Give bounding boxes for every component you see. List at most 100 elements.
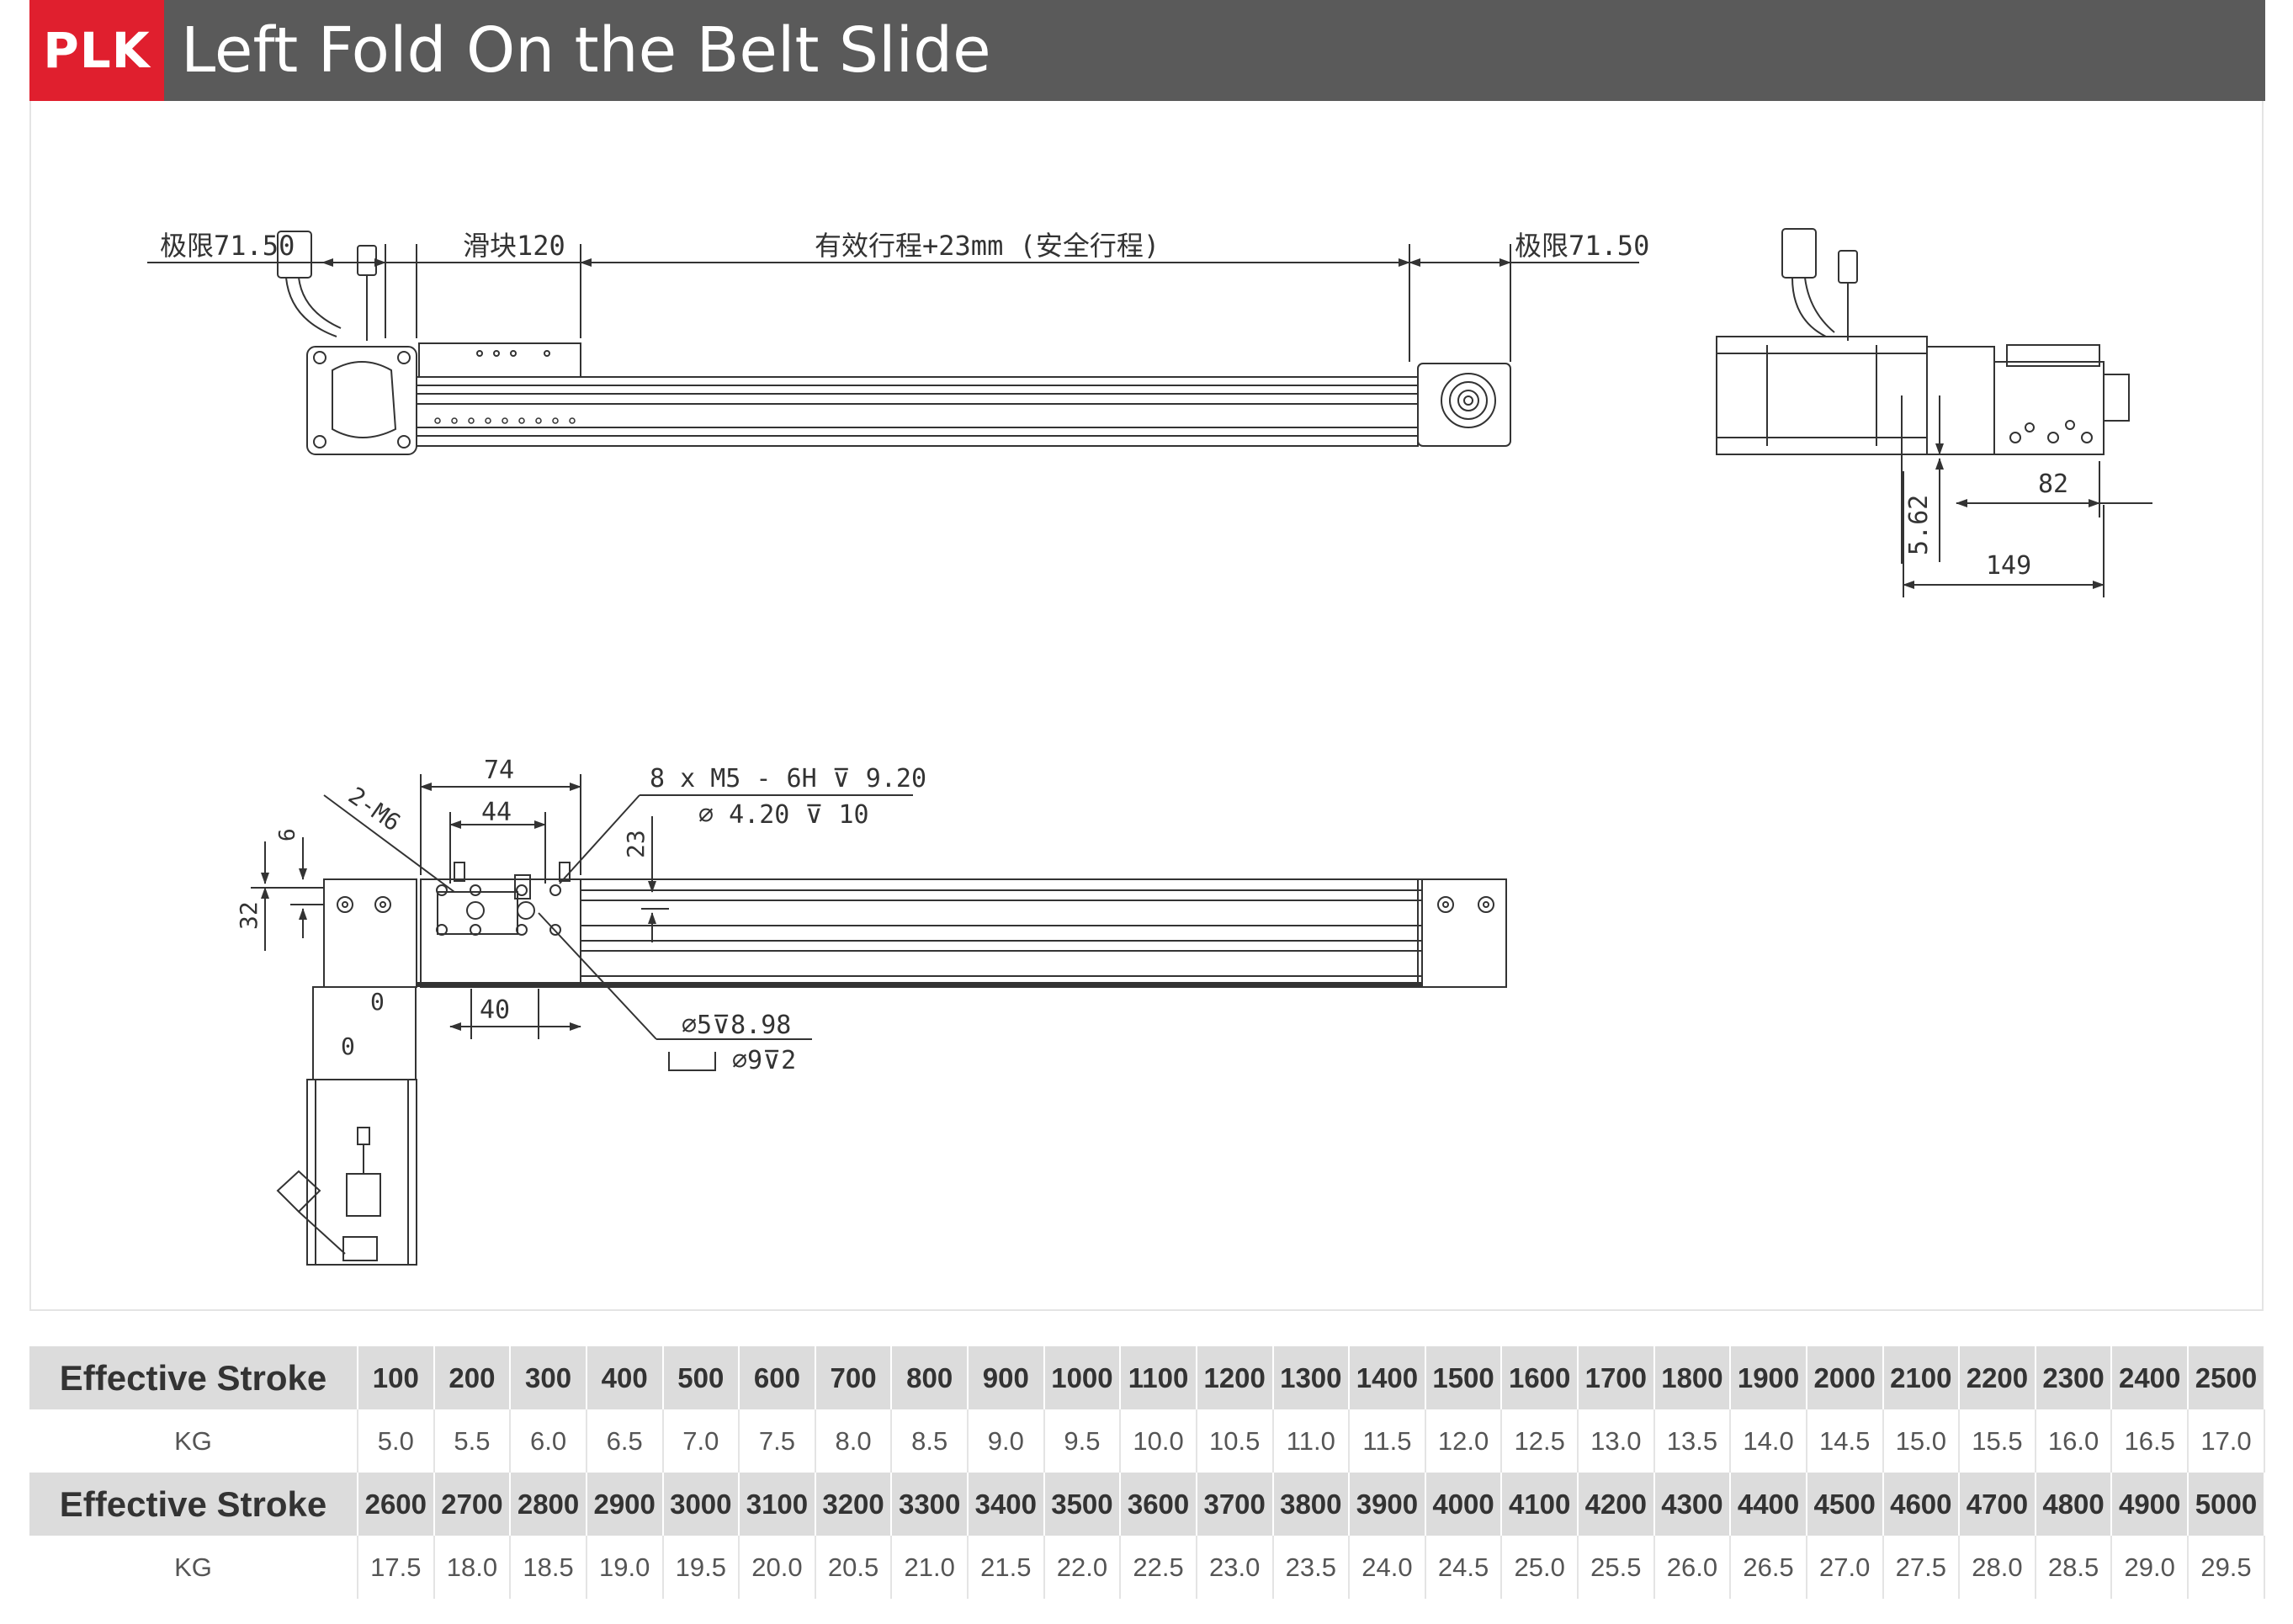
table-cell: 26.5	[1730, 1536, 1807, 1599]
table-cell: 27.5	[1882, 1536, 1961, 1599]
hole-spec: ⌀ 4.20 ⊽ 10	[698, 800, 869, 830]
table-cell: 23.5	[1272, 1536, 1351, 1599]
table-cell: 12.5	[1501, 1409, 1579, 1473]
table-cell: 24.0	[1349, 1536, 1426, 1599]
table-cell: 13.0	[1578, 1409, 1655, 1473]
table-cell: 5.5	[433, 1409, 512, 1473]
table-cell: 200	[433, 1346, 512, 1409]
limit-left-label: 极限71.50	[160, 230, 295, 262]
table-cell: 15.0	[1882, 1409, 1961, 1473]
drawing-frame	[29, 101, 2264, 1311]
table-cell: 8.0	[815, 1409, 893, 1473]
row-label: KG	[29, 1536, 358, 1599]
table-cell: 3400	[968, 1473, 1045, 1536]
limit-right-label: 极限71.50	[1515, 230, 1649, 262]
table-cell: 1000	[1043, 1346, 1122, 1409]
table-cell: 14.5	[1806, 1409, 1884, 1473]
table-cell: 2000	[1806, 1346, 1884, 1409]
dim-6: 6	[275, 828, 300, 841]
table-cell: 4100	[1501, 1473, 1579, 1536]
table-cell: 21.5	[968, 1536, 1045, 1599]
table-cell: 18.5	[510, 1536, 587, 1599]
table-cell: 500	[662, 1346, 740, 1409]
table-cell: 3200	[815, 1473, 893, 1536]
table-cell: 1100	[1120, 1346, 1197, 1409]
dim-40: 40	[480, 995, 510, 1025]
table-cell: 4700	[1959, 1473, 2036, 1536]
table-cell: 13.5	[1653, 1409, 1732, 1473]
top-view: 74 44 8 x M5 - 6H ⊽ 9.20 ⌀ 4.20 ⊽ 10 2-M…	[235, 756, 1507, 1266]
table-cell: 3700	[1196, 1473, 1274, 1536]
table-cell: 28.5	[2035, 1536, 2113, 1599]
table-cell: 19.5	[662, 1536, 740, 1599]
table-cell: 4400	[1730, 1473, 1807, 1536]
table-cell: 17.5	[358, 1536, 435, 1599]
table-cell: 4200	[1578, 1473, 1655, 1536]
table-cell: 800	[891, 1346, 969, 1409]
table-cell: 16.0	[2035, 1409, 2113, 1473]
table-cell: 6.0	[510, 1409, 587, 1473]
table-cell: 27.0	[1806, 1536, 1884, 1599]
table-cell: 4500	[1806, 1473, 1884, 1536]
dim-23: 23	[622, 830, 650, 858]
table-cell: 20.5	[815, 1536, 893, 1599]
table-cell: 5.0	[358, 1409, 435, 1473]
table-cell: 1200	[1196, 1346, 1274, 1409]
table-cell: 300	[510, 1346, 587, 1409]
dim-32: 32	[235, 901, 263, 930]
table-cell: 26.0	[1653, 1536, 1732, 1599]
table-cell: 2600	[358, 1473, 435, 1536]
table-cell: 2500	[2188, 1346, 2265, 1409]
table-cell: 400	[586, 1346, 664, 1409]
table-cell: 1700	[1578, 1346, 1655, 1409]
table-cell: 4000	[1425, 1473, 1503, 1536]
motor-mark-2: 0	[341, 1032, 355, 1060]
table-cell: 25.0	[1501, 1536, 1579, 1599]
dim-44: 44	[481, 798, 512, 827]
table-cell: 9.0	[968, 1409, 1045, 1473]
table-cell: 3900	[1349, 1473, 1426, 1536]
table-cell: 3600	[1120, 1473, 1197, 1536]
table-cell: 1800	[1653, 1346, 1732, 1409]
table-cell: 17.0	[2188, 1409, 2265, 1473]
table-cell: 16.5	[2111, 1409, 2189, 1473]
dim-82: 82	[2038, 470, 2068, 499]
table-cell: 28.0	[1959, 1536, 2036, 1599]
table-cell: 12.0	[1425, 1409, 1503, 1473]
table-cell: 9.5	[1043, 1409, 1122, 1473]
table-cell: 4800	[2035, 1473, 2113, 1536]
table-cell: 2800	[510, 1473, 587, 1536]
thread-spec: 8 x M5 - 6H ⊽ 9.20	[650, 764, 926, 793]
table-cell: 1300	[1272, 1346, 1351, 1409]
table-cell: 6.5	[586, 1409, 664, 1473]
table-cell: 2700	[433, 1473, 512, 1536]
dim-149: 149	[1986, 551, 2031, 581]
table-cell: 4300	[1653, 1473, 1732, 1536]
pin-hole-spec: ⌀5⊽8.98	[682, 1011, 791, 1040]
table-cell: 29.0	[2111, 1536, 2189, 1599]
table-cell: 3300	[891, 1473, 969, 1536]
page-header: PLK Left Fold On the Belt Slide	[29, 0, 2265, 101]
table-cell: 22.0	[1043, 1536, 1122, 1599]
dim-74: 74	[484, 756, 514, 785]
table-cell: 11.0	[1272, 1409, 1351, 1473]
table-cell: 7.0	[662, 1409, 740, 1473]
brand-badge: PLK	[29, 0, 164, 101]
table-cell: 100	[358, 1346, 435, 1409]
row-label: Effective Stroke	[29, 1346, 358, 1409]
table-cell: 3000	[662, 1473, 740, 1536]
table-cell: 18.0	[433, 1536, 512, 1599]
table-cell: 1500	[1425, 1346, 1503, 1409]
table-cell: 29.5	[2188, 1536, 2265, 1599]
row-label: KG	[29, 1409, 358, 1473]
table-cell: 25.5	[1578, 1536, 1655, 1599]
table-cell: 600	[739, 1346, 816, 1409]
table-cell: 14.0	[1730, 1409, 1807, 1473]
table-cell: 3500	[1043, 1473, 1122, 1536]
table-cell: 10.0	[1120, 1409, 1197, 1473]
dim-5-62: 5.62	[1904, 495, 1934, 555]
